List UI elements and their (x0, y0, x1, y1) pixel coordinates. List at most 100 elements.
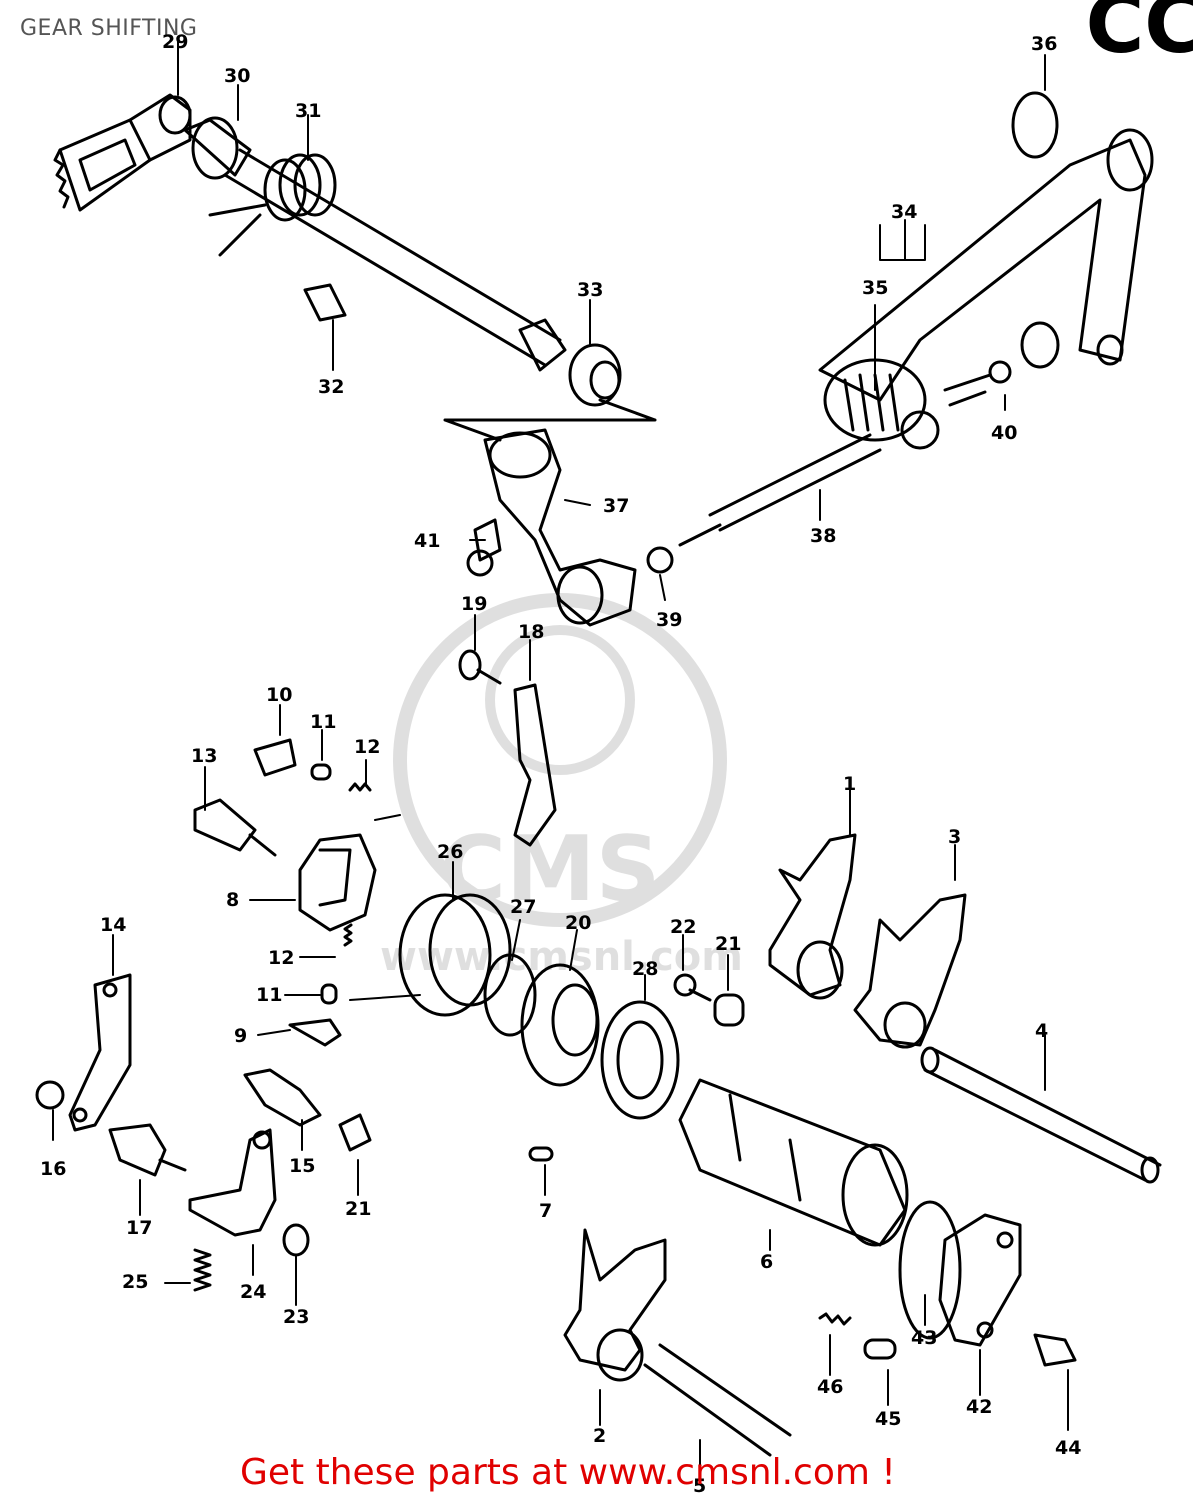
page-title: GEAR SHIFTING (20, 16, 198, 41)
watermark-logo-text: CMS (440, 817, 660, 922)
callout-37: 37 (603, 495, 629, 517)
callout-17: 17 (126, 1217, 152, 1239)
part-12-spring (343, 782, 372, 947)
part-29-shift-pedal (53, 93, 192, 212)
callout-39: 39 (656, 609, 682, 631)
cmsnl-parts-link[interactable]: Get these parts at www.cmsnl.com ! (240, 1452, 896, 1493)
callout-21: 21 (715, 933, 741, 955)
callout-32: 32 (318, 376, 344, 398)
callout-22: 22 (670, 916, 696, 938)
callout-3: 3 (948, 826, 961, 848)
callout-29: 29 (162, 31, 188, 53)
callout-14: 14 (100, 914, 126, 936)
callout-11: 11 (310, 711, 336, 733)
part-33-oil-seal (518, 318, 622, 407)
callout-34: 34 (891, 201, 917, 223)
leader-lines (52, 39, 1069, 1471)
callout-45: 45 (875, 1408, 901, 1430)
callout-1: 1 (843, 773, 856, 795)
callout-2: 2 (593, 1425, 606, 1447)
part-38-rod (678, 433, 882, 547)
callout-26: 26 (437, 841, 463, 863)
part-2-shift-fork (563, 1228, 667, 1382)
callout-28: 28 (632, 958, 658, 980)
callout-labels: 29 30 31 36 34 35 33 32 40 37 41 38 39 1… (40, 31, 1081, 1497)
callout-12: 12 (354, 736, 380, 758)
callout-13: 13 (191, 745, 217, 767)
callout-18: 18 (518, 621, 544, 643)
callout-5: 5 (693, 1475, 706, 1497)
callout-30: 30 (224, 65, 250, 87)
part-5-fork-shaft (643, 1343, 792, 1457)
callout-12: 12 (268, 947, 294, 969)
callout-25: 25 (122, 1271, 148, 1293)
part-6-gearshift-cam (678, 1078, 909, 1247)
part-7-pin (528, 1146, 554, 1162)
part-36-washer (1011, 91, 1059, 159)
corner-mark: CC (1085, 0, 1193, 71)
callout-46: 46 (817, 1376, 843, 1398)
part-16-nut (35, 1080, 65, 1110)
part-19-screw (458, 649, 502, 685)
callout-33: 33 (577, 279, 603, 301)
callout-43: 43 (911, 1327, 937, 1349)
part-11-pin (310, 763, 338, 1005)
part-44-bolt (1033, 1333, 1077, 1367)
part-13-stopper-bolt (193, 798, 277, 857)
callout-35: 35 (862, 277, 888, 299)
part-26-cam-gear (398, 893, 512, 1017)
part-25-spring (193, 1248, 212, 1292)
callout-20: 20 (565, 912, 591, 934)
part-35-spring (823, 358, 940, 450)
callout-9: 9 (234, 1025, 247, 1047)
part-10-cam (253, 738, 297, 777)
callout-38: 38 (810, 525, 836, 547)
part-22-bolt (673, 973, 712, 1002)
callout-27: 27 (510, 896, 536, 918)
part-46-spring (818, 1312, 852, 1326)
part-24-pawl-lifter (188, 1128, 277, 1237)
part-21-washer (338, 993, 745, 1152)
part-40-nut (943, 360, 1012, 407)
part-9-pawl (288, 1018, 342, 1047)
callout-8: 8 (226, 889, 239, 911)
callout-23: 23 (283, 1306, 309, 1328)
part-41-bolt (466, 518, 502, 577)
callout-15: 15 (289, 1155, 315, 1177)
callout-31: 31 (295, 100, 321, 122)
part-4-fork-shaft (920, 1046, 1162, 1184)
part-28-washer (600, 1000, 680, 1120)
part-17-bolt (108, 1123, 187, 1177)
callout-4: 4 (1035, 1020, 1048, 1042)
part-18-plate (513, 683, 557, 847)
part-20-bearing (520, 963, 600, 1087)
part-37-gearshift-arm (443, 398, 657, 627)
part-39-nut (646, 546, 674, 574)
callout-16: 16 (40, 1158, 66, 1180)
part-27-circlip (483, 953, 537, 1037)
callout-44: 44 (1055, 1437, 1081, 1459)
part-3-shift-fork (853, 893, 967, 1049)
part-15-bolt (243, 1068, 322, 1127)
part-43-o-ring (898, 1200, 962, 1340)
callout-42: 42 (966, 1396, 992, 1418)
part-8-cam-plate (298, 833, 377, 932)
callout-36: 36 (1031, 33, 1057, 55)
callout-7: 7 (539, 1200, 552, 1222)
part-23-washer (282, 1223, 310, 1257)
part-45-pin (863, 1338, 897, 1360)
part-30-oil-seal-shaft (183, 116, 562, 367)
callout-41: 41 (414, 530, 440, 552)
part-42-cover (938, 1213, 1022, 1347)
part-34-gearshift-lever (818, 128, 1154, 402)
part-31-return-spring (208, 153, 337, 257)
callout-19: 19 (461, 593, 487, 615)
callout-11: 11 (256, 984, 282, 1006)
callout-21: 21 (345, 1198, 371, 1220)
callout-10: 10 (266, 684, 292, 706)
part-14-stopper-lever (68, 973, 132, 1132)
part-32-bolt (303, 283, 347, 322)
callout-40: 40 (991, 422, 1017, 444)
callout-6: 6 (760, 1251, 773, 1273)
